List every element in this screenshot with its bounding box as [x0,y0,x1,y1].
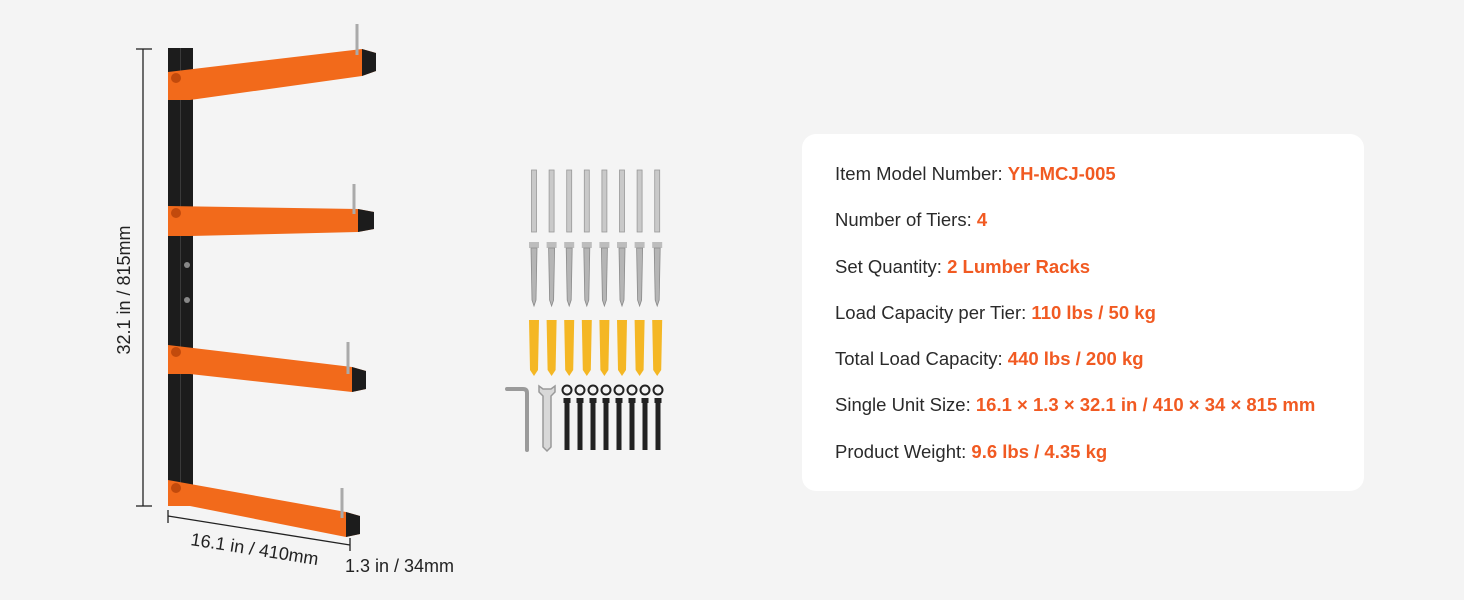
depth-dimension-line [167,510,351,551]
rack-upright [168,48,193,506]
lag-screw-icon [652,242,663,308]
spec-row: Product Weight: 9.6 lbs / 4.35 kg [835,438,1364,484]
long-bolt-icon [654,169,661,233]
lag-screw-icon [564,242,575,308]
lag-screw-icon [529,242,539,308]
wall-anchor-icon [564,320,575,376]
wall-anchor-icon [599,320,610,376]
spec-value: 440 lbs / 200 kg [1007,348,1144,370]
wall-anchors-group [529,320,663,376]
height-dimension-line [136,48,152,507]
black-bolt-icon [626,384,638,450]
wall-anchor-icon [634,320,645,376]
spec-row: Item Model Number: YH-MCJ-005 [835,160,1364,206]
wall-anchor-icon [617,320,627,376]
long-bolts-group [531,169,661,233]
spec-row: Total Load Capacity: 440 lbs / 200 kg [835,345,1364,391]
spec-row: Load Capacity per Tier: 110 lbs / 50 kg [835,299,1364,345]
spec-value: 16.1 × 1.3 × 32.1 in / 410 × 34 × 815 mm [975,394,1316,416]
lag-screw-icon [617,242,627,308]
spec-label: Item Model Number: [835,163,1008,184]
lumber-rack-illustration: 32.1 in / 815mm 16.1 in / 410mm 1 [114,24,454,576]
long-bolt-icon [566,169,573,233]
spec-value: YH-MCJ-005 [1007,163,1116,184]
hex-key-icon [505,387,529,452]
wall-anchor-icon [652,320,663,376]
black-bolt-icon [600,384,612,450]
width-dimension-label: 1.3 in / 34mm [345,556,454,576]
rack-arm-4 [168,480,360,537]
wall-anchor-icon [581,320,592,376]
spec-row: Single Unit Size: 16.1 × 1.3 × 32.1 in /… [835,391,1364,437]
spec-label: Single Unit Size: [835,394,976,416]
spec-value: 2 Lumber Racks [947,255,1091,277]
lag-screw-icon [599,242,610,308]
lag-screw-icon [546,242,557,308]
lag-screw-icon [581,242,592,308]
spec-row: Set Quantity: 2 Lumber Racks [835,253,1364,299]
height-dimension-label: 32.1 in / 815mm [114,225,134,354]
black-bolt-icon [613,384,625,450]
spec-row: Number of Tiers: 4 [835,206,1364,252]
spec-value: 9.6 lbs / 4.35 kg [971,440,1108,462]
rack-arm-1 [168,24,376,100]
long-bolt-icon [601,169,608,233]
long-bolt-icon [583,169,590,233]
lag-screws-group [529,242,663,308]
black-bolt-icon [574,384,586,450]
spec-value: 110 lbs / 50 kg [1031,301,1156,323]
long-bolt-icon [619,169,625,233]
spec-value: 4 [976,209,988,231]
black-bolt-icon [561,384,573,450]
rack-arm-2 [168,184,374,236]
long-bolt-icon [636,169,643,233]
spec-label: Set Quantity: [835,255,948,277]
long-bolt-icon [548,169,555,233]
long-bolt-icon [531,169,537,233]
lag-screw-icon [634,242,645,308]
black-bolt-icon [639,384,651,450]
black-bolts-group [561,384,664,450]
wrench-icon [538,384,556,453]
mounting-hardware-illustration [505,169,664,453]
wall-anchor-icon [529,320,539,376]
spec-label: Load Capacity per Tier: [835,301,1032,323]
spec-label: Product Weight: [835,440,972,462]
black-bolt-icon [587,384,599,450]
spec-label: Total Load Capacity: [835,348,1008,370]
spec-label: Number of Tiers: [835,209,977,231]
depth-dimension-label: 16.1 in / 410mm [189,529,320,569]
wall-anchor-icon [546,320,557,376]
rack-arm-3 [168,342,366,392]
black-bolt-icon [652,384,664,450]
